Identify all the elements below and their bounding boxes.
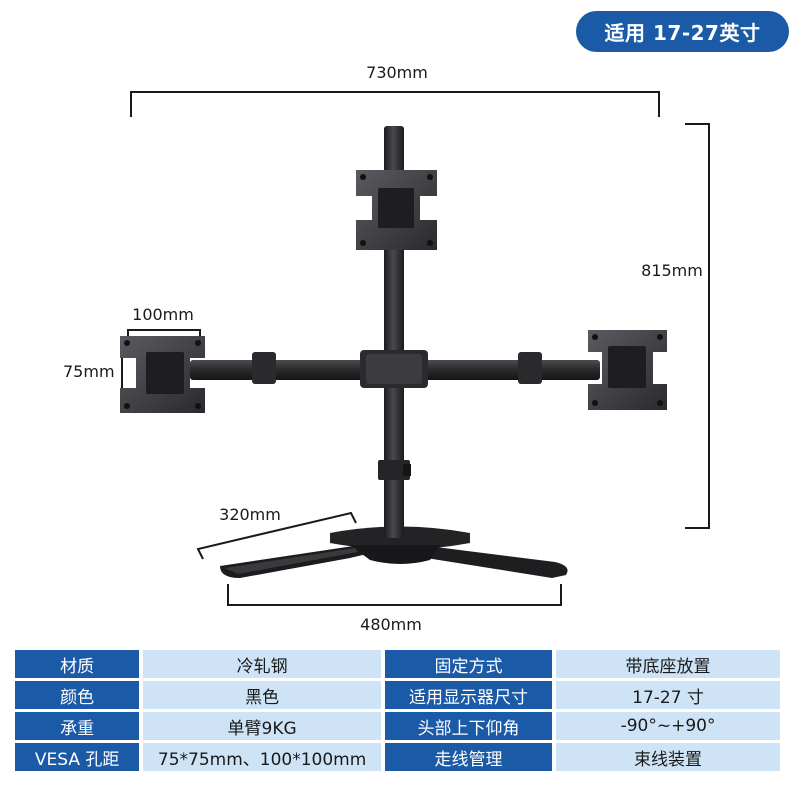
spec-value: -90°~+90° <box>556 712 780 740</box>
stand-base <box>220 526 568 578</box>
height-dim <box>685 123 710 529</box>
vesa-plate-right <box>588 330 667 410</box>
horizontal-arms <box>190 350 600 388</box>
vesa-width-dim <box>127 329 201 336</box>
spec-label: 承重 <box>15 712 140 740</box>
spec-value: 17-27 寸 <box>556 681 780 709</box>
vesa-plate-left <box>120 336 205 413</box>
product-illustration: 730mm 815mm 100mm 75mm 320mm 480mm <box>63 63 710 634</box>
spec-table: 材质 冷轧钢 固定方式 带底座放置 颜色 黑色 适用显示器尺寸 17-27 寸 … <box>11 647 784 774</box>
base-width-label: 480mm <box>360 615 422 634</box>
table-row: 颜色 黑色 适用显示器尺寸 17-27 寸 <box>15 681 780 709</box>
base-depth-label: 320mm <box>219 505 281 524</box>
spec-value: 束线装置 <box>556 743 780 771</box>
spec-label: 头部上下仰角 <box>384 712 553 740</box>
spec-label: 固定方式 <box>384 650 553 678</box>
vesa-height-label: 75mm <box>63 362 115 381</box>
table-row: 承重 单臂9KG 头部上下仰角 -90°~+90° <box>15 712 780 740</box>
height-label: 815mm <box>641 261 703 280</box>
spec-label: 颜色 <box>15 681 140 709</box>
top-width-dim <box>130 91 660 117</box>
top-width-label: 730mm <box>366 63 428 82</box>
base-depth-dim <box>196 511 357 560</box>
spec-value: 黑色 <box>143 681 381 709</box>
table-row: VESA 孔距 75*75mm、100*100mm 走线管理 束线装置 <box>15 743 780 771</box>
spec-value: 单臂9KG <box>143 712 381 740</box>
vesa-plate-top <box>356 170 437 250</box>
spec-value: 冷轧钢 <box>143 650 381 678</box>
spec-value: 带底座放置 <box>556 650 780 678</box>
dimension-lines <box>121 91 710 606</box>
spec-value: 75*75mm、100*100mm <box>143 743 381 771</box>
spec-label: VESA 孔距 <box>15 743 140 771</box>
spec-label: 走线管理 <box>384 743 553 771</box>
size-badge: 适用 17-27英寸 <box>576 11 789 52</box>
table-row: 材质 冷轧钢 固定方式 带底座放置 <box>15 650 780 678</box>
base-width-dim <box>227 584 562 606</box>
vesa-width-label: 100mm <box>132 305 194 324</box>
spec-label: 材质 <box>15 650 140 678</box>
spec-label: 适用显示器尺寸 <box>384 681 553 709</box>
